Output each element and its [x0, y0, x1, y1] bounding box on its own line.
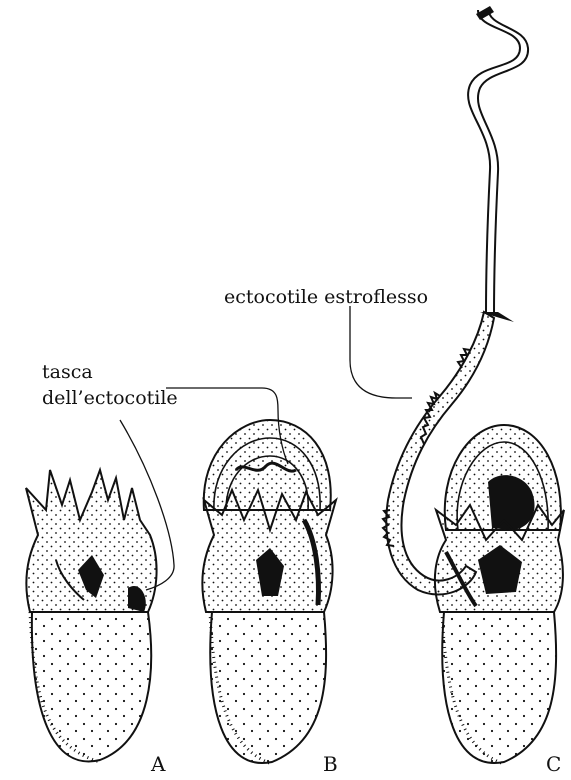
panel-label-b: B [323, 752, 338, 776]
leader-estroflesso [350, 306, 412, 398]
specimen-c-mantle [442, 612, 556, 763]
specimen-a [26, 470, 157, 762]
specimen-c [383, 6, 564, 764]
specimen-a-mantle [32, 612, 151, 761]
specimen-b-mantle [210, 612, 326, 763]
label-ectocotile-estroflesso: ectocotile estroflesso [224, 285, 428, 309]
label-tasca: tasca [42, 360, 93, 384]
label-dell-ectocotile: dell’ectocotile [42, 386, 178, 410]
panel-label-c: C [546, 752, 561, 776]
panel-label-a: A [151, 752, 165, 776]
specimen-b [202, 420, 336, 764]
